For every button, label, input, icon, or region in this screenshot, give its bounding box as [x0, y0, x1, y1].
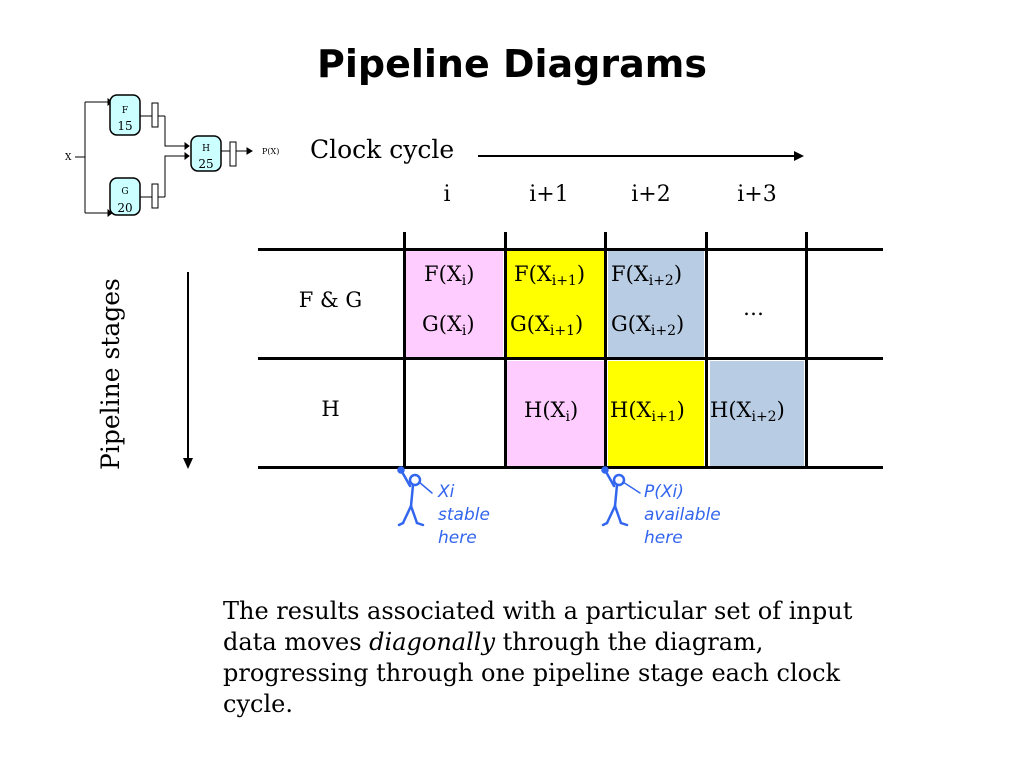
cycle-label: i — [443, 182, 451, 207]
grid-line — [258, 248, 883, 251]
cell-h-i1 — [507, 361, 604, 466]
register-g — [151, 183, 159, 209]
cell-fg-i1 — [507, 251, 604, 357]
block-h — [190, 135, 222, 172]
cell-ellipsis: … — [743, 296, 764, 320]
circuit-output-label: P(X) — [262, 147, 279, 156]
stage-label-fg: F & G — [298, 288, 363, 312]
grid-line — [403, 232, 406, 469]
register-h — [229, 141, 237, 167]
grid-line — [504, 232, 507, 469]
clock-arrow-icon — [478, 151, 804, 161]
stages-arrow-icon — [183, 272, 193, 469]
cell-text-h-i2: H(Xi+2) — [710, 398, 785, 425]
grid-line — [805, 232, 808, 469]
block-f — [109, 94, 141, 136]
cell-text-f-i1: F(Xi+1) — [514, 262, 586, 289]
svg-text:H: H — [202, 144, 210, 154]
circuit-diagram: X P(X) F 15 G 20 H 25 — [65, 94, 279, 217]
grid-line — [705, 232, 708, 469]
slide-title: Pipeline Diagrams — [317, 42, 707, 86]
grid-line — [258, 357, 883, 360]
stage-label-h: H — [321, 397, 340, 421]
cell-fg-i — [404, 251, 503, 357]
svg-text:20: 20 — [117, 201, 132, 215]
svg-text:F: F — [122, 106, 128, 116]
cell-h-i2 — [608, 361, 704, 466]
clock-cycle-label: Clock cycle — [310, 135, 455, 164]
svg-text:G: G — [121, 187, 128, 197]
cycle-label: i+1 — [529, 182, 569, 207]
cell-text-g-i2: G(Xi+2) — [611, 312, 685, 339]
explanation-paragraph: The results associated with a particular… — [223, 597, 853, 718]
stick-figure-icon — [601, 466, 641, 527]
pipeline-grid: F & G H F(Xi) G(Xi) F(Xi+1) G(Xi+1) F(Xi… — [258, 230, 888, 475]
stick-figure-icon — [397, 466, 433, 527]
pipeline-stages-label: Pipeline stages — [96, 278, 125, 470]
circuit-input-label: X — [65, 153, 72, 163]
cell-text-h-i1: H(Xi+1) — [610, 398, 685, 425]
svg-text:25: 25 — [198, 157, 213, 171]
cycle-label: i+2 — [631, 182, 671, 207]
block-g — [109, 177, 141, 216]
cell-text-f-i: F(Xi) — [424, 262, 475, 289]
grid-line — [258, 466, 883, 469]
grid-line — [604, 232, 607, 469]
cell-text-f-i2: F(Xi+2) — [611, 262, 683, 289]
note-pxi-available: P(Xi) available here — [644, 482, 721, 548]
cell-fg-i2 — [608, 251, 704, 357]
note-xi-stable: Xi stable here — [438, 482, 490, 548]
cell-text-g-i1: G(Xi+1) — [510, 312, 584, 339]
cell-h-i3 — [710, 361, 804, 466]
cycle-label: i+3 — [737, 182, 777, 207]
svg-text:15: 15 — [117, 119, 132, 133]
cell-text-g-i: G(Xi) — [422, 312, 475, 339]
cell-text-h-i: H(Xi) — [524, 398, 579, 425]
register-f — [151, 102, 159, 128]
